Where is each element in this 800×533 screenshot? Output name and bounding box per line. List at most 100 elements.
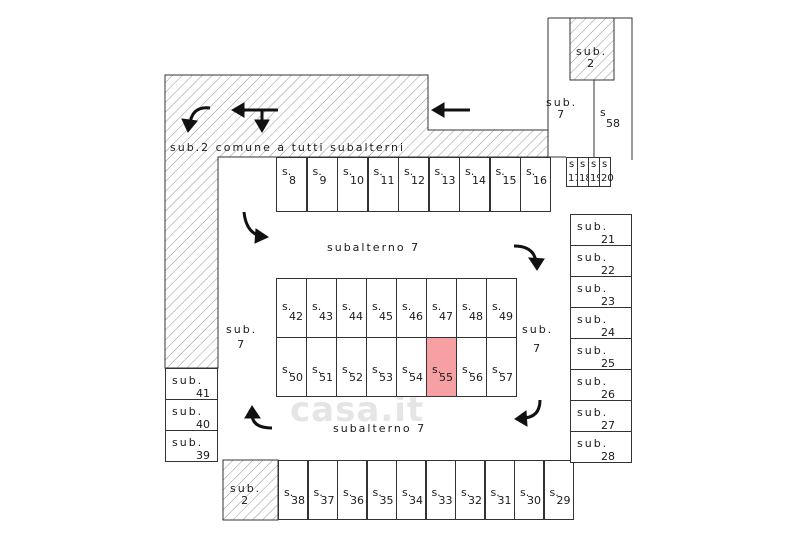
space-number: 32 xyxy=(468,494,482,507)
parking-space: s.43 xyxy=(306,278,337,338)
space-number: 18 xyxy=(579,173,592,184)
sub-unit: sub.27 xyxy=(570,400,632,432)
sub-unit: sub.40 xyxy=(165,399,218,431)
parking-space: s.15 xyxy=(489,157,521,212)
space-number: 15 xyxy=(502,174,517,187)
sub-number: 26 xyxy=(601,388,615,401)
space-number: 30 xyxy=(527,494,541,507)
space-number: 47 xyxy=(439,310,453,323)
sub-number: 23 xyxy=(601,295,615,308)
parking-space: s.9 xyxy=(306,157,338,212)
space-number: 17 xyxy=(568,173,581,184)
corridor-right-l1: sub. xyxy=(522,323,554,336)
sub-unit: sub.28 xyxy=(570,431,632,463)
space-number: 52 xyxy=(349,371,363,384)
parking-space: s.48 xyxy=(456,278,487,338)
parking-space: s.38 xyxy=(278,460,308,520)
space-number: 50 xyxy=(289,371,303,384)
parking-space: s.56 xyxy=(456,337,487,397)
sub-number: 40 xyxy=(196,418,210,431)
common-area-label: sub.2 comune a tutti subalterni xyxy=(170,141,405,154)
space-prefix: s. xyxy=(404,165,414,178)
parking-space: s 18 xyxy=(577,157,592,187)
space-number: 8 xyxy=(289,174,296,187)
sub-prefix: sub. xyxy=(577,313,609,326)
sub-unit: sub.25 xyxy=(570,338,632,370)
space-number: 11 xyxy=(380,174,395,187)
space-prefix: s. xyxy=(402,300,412,313)
space-number: 38 xyxy=(291,494,305,507)
parking-space: s.53 xyxy=(366,337,397,397)
parking-space: s.52 xyxy=(336,337,367,397)
space-number: 20 xyxy=(601,173,614,184)
sub-unit: sub.22 xyxy=(570,245,632,277)
space-prefix: s xyxy=(569,159,575,170)
parking-space: s.14 xyxy=(459,157,490,212)
sub-prefix: sub. xyxy=(172,405,204,418)
parking-space: s 20 xyxy=(599,157,614,187)
corridor-outline xyxy=(547,17,633,160)
sub-number: 27 xyxy=(601,419,615,432)
space-prefix: s. xyxy=(282,363,292,376)
space-number: 45 xyxy=(379,310,393,323)
parking-space: s.46 xyxy=(396,278,427,338)
space-prefix: s xyxy=(580,159,586,170)
sub-prefix: sub. xyxy=(577,437,609,450)
corridor-left-label: sub. 7 xyxy=(226,324,257,350)
parking-space: s.35 xyxy=(366,460,397,520)
sub2-top-right-l2: 2 xyxy=(587,57,597,70)
space-number: 51 xyxy=(319,371,333,384)
sub-unit: sub.24 xyxy=(570,307,632,339)
space-prefix: s. xyxy=(495,165,505,178)
space-prefix: s. xyxy=(284,486,294,499)
s58-label: s 58 xyxy=(600,107,620,129)
space-number: 35 xyxy=(379,494,394,507)
space-number: 44 xyxy=(349,310,363,323)
space-prefix: s. xyxy=(343,165,353,178)
space-number: 42 xyxy=(289,310,303,323)
sub2-top-right-l1: sub. xyxy=(576,45,608,58)
parking-space: s.51 xyxy=(306,337,337,397)
space-number: 55 xyxy=(439,371,453,384)
space-number: 33 xyxy=(438,494,453,507)
parking-space: s.42 xyxy=(276,278,307,338)
space-prefix: s. xyxy=(372,486,382,499)
space-prefix: s. xyxy=(312,165,322,178)
corridor-top-right-label: sub. 7 xyxy=(546,97,577,120)
parking-space: s.8 xyxy=(276,157,307,212)
space-number: 56 xyxy=(469,371,483,384)
space-number: 57 xyxy=(499,371,513,384)
corridor-top-right-l2: 7 xyxy=(557,108,567,121)
space-prefix: s. xyxy=(282,165,292,178)
space-number: 37 xyxy=(320,494,335,507)
space-number: 31 xyxy=(497,494,512,507)
parking-space: s.54 xyxy=(396,337,427,397)
space-number: 43 xyxy=(319,310,333,323)
sub-prefix: sub. xyxy=(577,375,609,388)
sub-prefix: sub. xyxy=(172,374,204,387)
sub-prefix: sub. xyxy=(577,282,609,295)
parking-space: s.10 xyxy=(337,157,368,212)
space-number: 48 xyxy=(469,310,483,323)
space-prefix: s. xyxy=(372,300,382,313)
parking-space: s.34 xyxy=(396,460,426,520)
space-prefix: s. xyxy=(372,363,382,376)
sub2-top-right-hatch xyxy=(569,17,615,81)
space-prefix: s. xyxy=(461,486,471,499)
space-prefix: s. xyxy=(462,363,472,376)
parking-space: s.31 xyxy=(484,460,515,520)
parking-space: s.45 xyxy=(366,278,397,338)
parking-space: s.11 xyxy=(367,157,399,212)
space-number: 46 xyxy=(409,310,423,323)
sub-prefix: sub. xyxy=(577,406,609,419)
space-prefix: s xyxy=(602,159,608,170)
space-prefix: s. xyxy=(402,363,412,376)
sub-prefix: sub. xyxy=(577,251,609,264)
corridor-label-bottom: subalterno 7 xyxy=(333,422,427,435)
sub-number: 28 xyxy=(601,450,615,463)
parking-space: s.33 xyxy=(425,460,456,520)
sub-unit: sub.23 xyxy=(570,276,632,308)
space-prefix: s. xyxy=(465,165,475,178)
sub-number: 24 xyxy=(601,326,615,339)
